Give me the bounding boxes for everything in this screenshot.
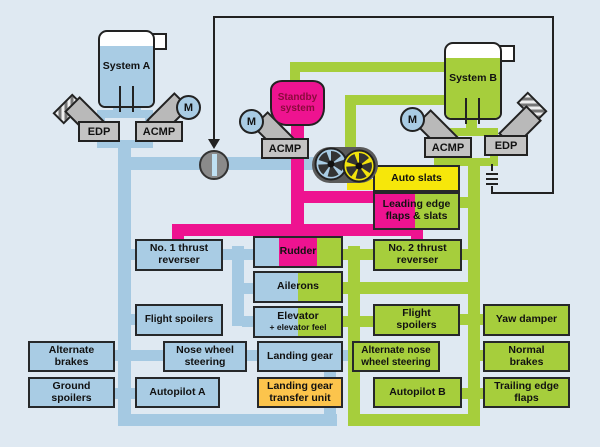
component-trailing-edge-flaps: Trailing edge flaps xyxy=(483,377,570,408)
stub-normal-brakes xyxy=(470,350,485,361)
stub-flight-spoilers-a xyxy=(118,314,140,325)
system-a-reservoir: System A xyxy=(98,30,155,108)
acmp-b-label: ACMP xyxy=(424,137,472,158)
acmp-standby-motor: M xyxy=(239,109,264,134)
elevator-label: Elevator xyxy=(277,310,319,323)
acmp-b-motor: M xyxy=(400,107,425,132)
component-no2-thrust-reverser: No. 2 thrust reverser xyxy=(373,239,462,271)
system-b-reservoir: System B xyxy=(444,42,502,120)
ptu-fan-autoslat-icon xyxy=(342,149,376,183)
control-line-top xyxy=(213,16,554,18)
stub-nose-wheel-left xyxy=(128,350,166,361)
stub-ailerons-left xyxy=(242,283,256,294)
line-b-standby-feed-horizontal xyxy=(290,62,446,72)
component-ground-spoilers: Ground spoilers xyxy=(28,377,115,408)
component-autopilot-a: Autopilot A xyxy=(135,377,220,408)
line-b-standby-feed-elbow xyxy=(290,62,300,84)
case-drain-coil-icon xyxy=(486,164,498,194)
edp-a-label: EDP xyxy=(78,121,120,142)
valve-slit xyxy=(212,154,217,176)
system-a-label: System A xyxy=(102,60,151,72)
component-normal-brakes: Normal brakes xyxy=(483,341,570,372)
system-b-standpipe-1 xyxy=(465,98,467,124)
system-a-fluid xyxy=(100,46,153,106)
line-a-controls-vertical xyxy=(232,246,244,326)
acmp-a-motor: M xyxy=(176,95,201,120)
component-alternate-brakes: Alternate brakes xyxy=(28,341,115,372)
component-ailerons: Ailerons xyxy=(253,271,343,303)
line-b-central-vertical xyxy=(348,246,360,426)
component-autopilot-b: Autopilot B xyxy=(373,377,462,408)
component-yaw-damper: Yaw damper xyxy=(483,304,570,336)
line-standby-drop-no1 xyxy=(172,224,184,242)
elevator-sublabel: + elevator feel xyxy=(269,322,327,333)
system-a-standpipe-2 xyxy=(132,86,134,112)
line-a-bottom-horizontal xyxy=(118,414,337,426)
component-flight-spoilers-b: Flight spoilers xyxy=(373,304,460,336)
stub-no1-thrust-left xyxy=(118,249,140,260)
stub-nose-wheel-landing-gear xyxy=(245,350,259,361)
line-ptu-autoslat-horizontal xyxy=(347,179,375,190)
control-line-right xyxy=(552,16,554,194)
component-auto-slats: Auto slats xyxy=(373,165,460,192)
acmp-standby-label: ACMP xyxy=(261,138,309,159)
line-standby-main-horizontal xyxy=(172,224,423,236)
stub-leading-edge-right xyxy=(458,197,472,208)
arrow-down-icon xyxy=(208,139,220,149)
stub-elevator-left xyxy=(242,316,256,327)
stub-flight-spoilers-b-yaw xyxy=(458,314,485,325)
stub-alternate-brakes xyxy=(110,350,124,361)
component-rudder: Rudder xyxy=(253,236,343,268)
line-standby-leading-edge xyxy=(297,191,375,203)
stub-rudder-left xyxy=(242,249,256,260)
component-nose-wheel-steering: Nose wheel steering xyxy=(163,341,247,372)
control-line-bottom xyxy=(492,192,554,194)
system-b-fluid xyxy=(446,58,500,118)
stub-no2-thrust-right xyxy=(460,249,472,260)
stub-rudder-no2-thrust xyxy=(341,249,375,260)
stub-landing-gear-alt-nose xyxy=(341,350,354,361)
line-b-ptu-feed-horizontal xyxy=(345,95,446,105)
ptu-fan-system-a-icon xyxy=(314,147,348,181)
component-flight-spoilers-a: Flight spoilers xyxy=(135,304,223,336)
component-landing-gear: Landing gear xyxy=(257,341,343,372)
edp-b-label: EDP xyxy=(484,135,528,156)
component-alternate-nose-wheel-steering: Alternate nose wheel steering xyxy=(352,341,440,372)
standby-reservoir: Standby system xyxy=(270,80,325,126)
line-b-mid-horizontal xyxy=(341,282,480,294)
stub-ground-spoilers-autopilot-a xyxy=(110,388,140,399)
line-b-bottom-horizontal xyxy=(348,414,480,426)
stub-no1-thrust-right xyxy=(221,249,244,260)
acmp-a-label: ACMP xyxy=(135,121,183,142)
line-a-main-vertical xyxy=(118,144,131,426)
line-b-ptu-feed-vertical xyxy=(345,95,356,152)
component-no1-thrust-reverser: No. 1 thrust reverser xyxy=(135,239,223,271)
component-landing-gear-transfer-unit: Landing gear transfer unit xyxy=(257,377,343,408)
system-a-shutoff-valve xyxy=(199,150,229,180)
component-leading-edge-flaps-slats: Leading edge flaps & slats xyxy=(373,192,460,230)
system-a-standpipe-1 xyxy=(119,86,121,112)
system-b-label: System B xyxy=(449,72,497,84)
stub-elevator-flight-spoilers-b xyxy=(341,316,375,327)
system-b-standpipe-2 xyxy=(478,98,480,124)
control-line-arrow-shaft xyxy=(213,16,215,140)
line-b-tank-outlet xyxy=(466,108,477,134)
component-elevator: Elevator + elevator feel xyxy=(253,306,343,338)
stub-autopilot-b-trailing-edge xyxy=(460,388,485,399)
